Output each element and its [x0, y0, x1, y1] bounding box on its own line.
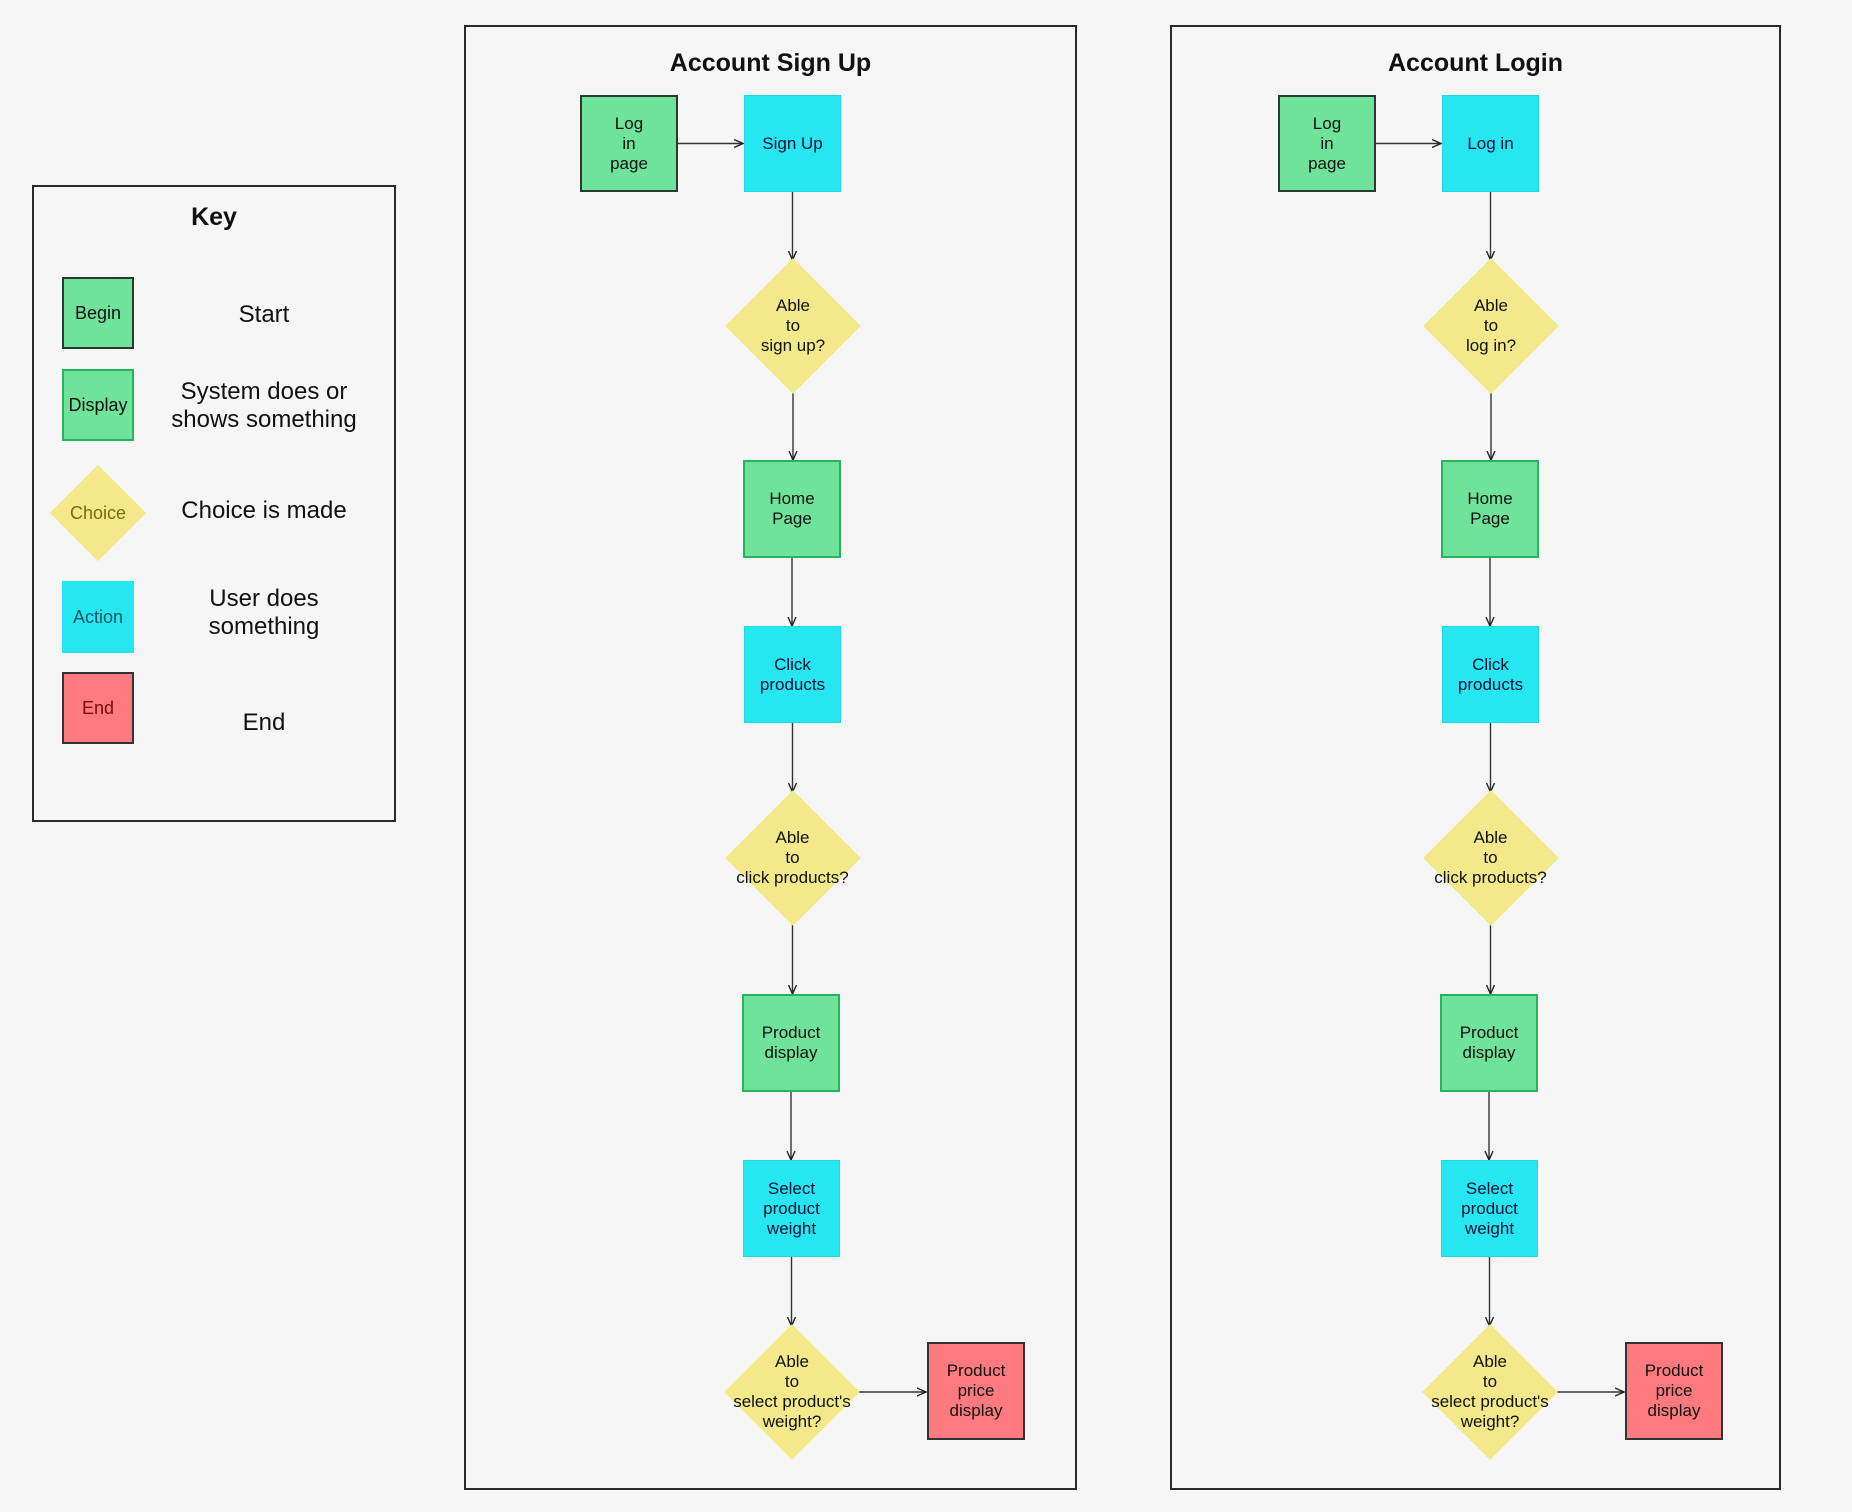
- flow-node-end: Product price display: [1625, 1342, 1723, 1440]
- node-label: Log in: [1467, 133, 1514, 153]
- key-swatch-label: Action: [72, 606, 124, 627]
- key-title: Key: [191, 203, 237, 231]
- flow-node-begin: Log in page: [1278, 95, 1376, 192]
- flow-node-end: Product price display: [927, 1342, 1025, 1440]
- node-label: Home Page: [1467, 489, 1513, 528]
- key-swatch-label: End: [81, 697, 115, 718]
- node-label: Click products: [1457, 654, 1524, 694]
- flow-node-action: Click products: [1442, 626, 1539, 723]
- node-label: Home Page: [769, 489, 815, 528]
- flow-node-choice: Able to click products?: [1419, 790, 1562, 926]
- key-description: User does something: [208, 585, 320, 640]
- key-swatch-display: Display: [62, 369, 134, 441]
- node-label: Able to select product's weight?: [733, 1352, 851, 1431]
- key-swatch-label: Begin: [74, 302, 122, 323]
- key-description: Start: [238, 301, 290, 328]
- flow-panel-login: Account Login: [1170, 25, 1781, 1490]
- flow-node-choice: Able to click products?: [721, 790, 864, 926]
- node-label: Product display: [761, 1023, 821, 1062]
- node-label: Log in page: [1308, 113, 1346, 173]
- flow-node-action: Click products: [744, 626, 841, 723]
- flow-panel-sign-up: Account Sign Up: [464, 25, 1077, 1490]
- flow-node-action: Sign Up: [744, 95, 841, 192]
- flow-node-action: Log in: [1442, 95, 1539, 192]
- key-swatch-begin: Begin: [62, 277, 134, 349]
- node-label: Product price display: [946, 1361, 1006, 1420]
- key-description: Choice is made: [181, 497, 347, 524]
- flow-node-choice: Able to select product's weight?: [718, 1324, 866, 1460]
- node-label: Click products: [759, 654, 826, 694]
- flow-node-choice: Able to sign up?: [722, 258, 864, 394]
- key-swatch-action: Action: [62, 581, 134, 653]
- flow-node-display: Product display: [742, 994, 840, 1092]
- key-swatch-label: Choice: [69, 502, 127, 523]
- node-label: Select product weight: [1461, 1178, 1518, 1238]
- key-swatch-end: End: [62, 672, 134, 744]
- node-label: Able to select product's weight?: [1431, 1352, 1549, 1431]
- node-label: Select product weight: [763, 1178, 820, 1238]
- key-swatch-label: Display: [68, 394, 128, 415]
- flow-node-display: Home Page: [743, 460, 841, 558]
- node-label: Able to click products?: [1434, 828, 1547, 887]
- node-label: Able to sign up?: [760, 296, 826, 355]
- key-description: End: [242, 709, 286, 736]
- flow-node-display: Home Page: [1441, 460, 1539, 558]
- node-label: Able to log in?: [1465, 296, 1517, 355]
- node-label: Sign Up: [762, 133, 823, 153]
- node-label: Able to click products?: [736, 828, 849, 887]
- key-swatch-choice: Choice: [46, 463, 150, 563]
- flow-node-choice: Able to log in?: [1420, 258, 1562, 394]
- flow-node-display: Product display: [1440, 994, 1538, 1092]
- node-label: Log in page: [610, 113, 648, 173]
- node-label: Product price display: [1644, 1361, 1704, 1420]
- flow-title: Account Sign Up: [669, 49, 872, 77]
- flow-node-action: Select product weight: [743, 1160, 840, 1257]
- node-label: Product display: [1459, 1023, 1519, 1062]
- flow-node-action: Select product weight: [1441, 1160, 1538, 1257]
- flow-node-choice: Able to select product's weight?: [1416, 1324, 1564, 1460]
- key-description: System does or shows something: [171, 378, 357, 433]
- flow-title: Account Login: [1388, 49, 1563, 77]
- flow-node-begin: Log in page: [580, 95, 678, 192]
- key-panel: Key Begin Start Display System does or s…: [32, 185, 396, 822]
